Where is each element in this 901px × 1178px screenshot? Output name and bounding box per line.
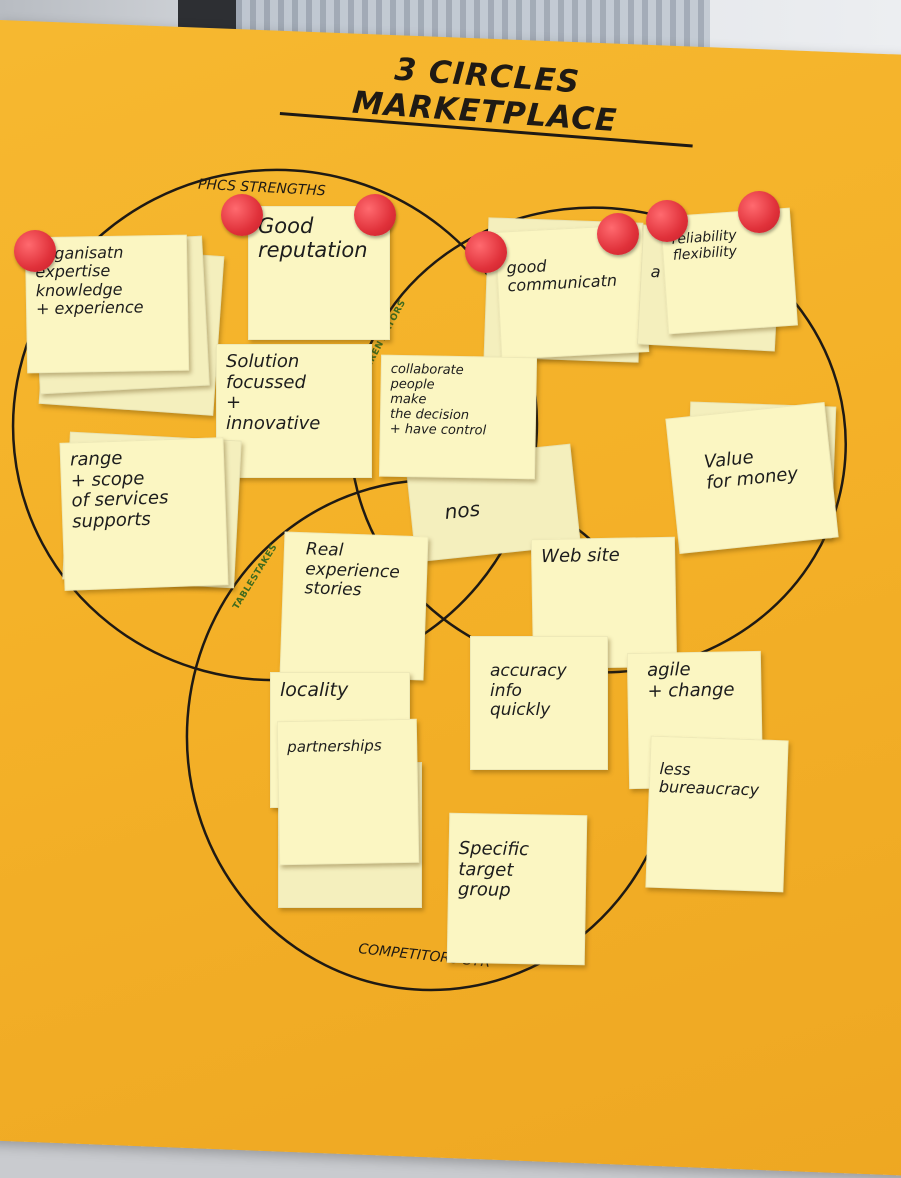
sticky-note-specific-target[interactable]: Specific target group	[446, 812, 588, 966]
sticky-note-accuracy[interactable]: accuracy info quickly	[470, 636, 608, 770]
sticky-note-less-bureaucracy[interactable]: less bureaucracy	[645, 735, 789, 893]
red-dot-sticker	[221, 194, 263, 236]
red-dot-sticker	[646, 200, 688, 242]
sticky-note-solution-focussed[interactable]: Solution focussed + innovative	[216, 344, 372, 478]
sticky-note-range-scope[interactable]: range + scope of services supports	[59, 437, 229, 591]
red-dot-sticker	[14, 230, 56, 272]
red-dot-sticker	[738, 191, 780, 233]
red-dot-sticker	[597, 213, 639, 255]
sticky-note-collaborate[interactable]: collaborate people make the decision + h…	[378, 354, 538, 480]
sticky-note-value-for-money[interactable]: Value for money	[665, 402, 839, 554]
sticky-note-partnerships[interactable]: partnerships	[276, 718, 420, 866]
sticky-note-real-experience[interactable]: Real experience stories	[279, 531, 429, 681]
red-dot-sticker	[354, 194, 396, 236]
sticky-note-good-reputation[interactable]: Good reputation	[248, 206, 390, 340]
red-dot-sticker	[465, 231, 507, 273]
